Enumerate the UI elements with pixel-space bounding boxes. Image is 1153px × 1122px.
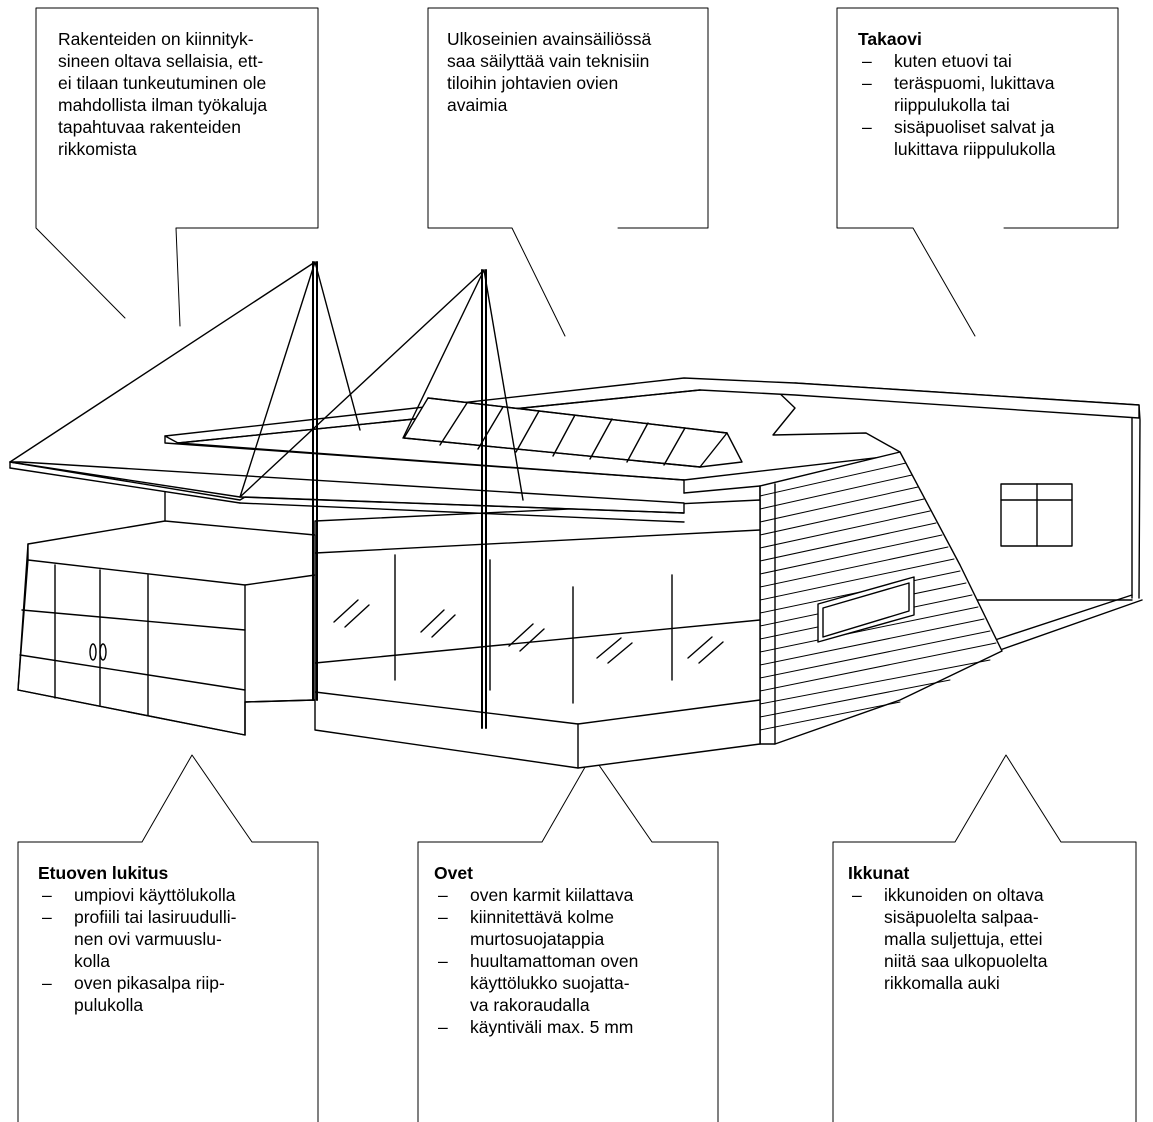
callout-structures: Rakenteiden on kiinnityk- sineen oltava … <box>58 28 328 160</box>
callout-back-door-title: Takaovi <box>858 29 922 49</box>
list-item: umpiovi käyttölukolla <box>38 884 308 906</box>
glass-facade <box>314 499 761 769</box>
list-item: käyntiväli max. 5 mm <box>434 1016 714 1038</box>
list-item: oven karmit kiilattava <box>434 884 714 906</box>
callout-windows: Ikkunat ikkunoiden on oltava sisäpuolelt… <box>848 862 1118 994</box>
callout-bubble-front-door <box>17 754 319 1122</box>
callout-doors-title: Ovet <box>434 863 473 883</box>
back-door-window <box>1000 483 1073 547</box>
glass-reflections <box>333 599 724 664</box>
list-item: oven pikasalpa riip- pulukolla <box>38 972 308 1016</box>
list-item: huultamattoman oven käyttölukko suojatta… <box>434 950 714 1016</box>
callout-windows-list: ikkunoiden on oltava sisäpuolelta salpaa… <box>848 884 1118 994</box>
list-item: ikkunoiden on oltava sisäpuolelta salpaa… <box>848 884 1118 994</box>
callout-front-door-list: umpiovi käyttölukolla profiili tai lasir… <box>38 884 308 1016</box>
callout-doors-list: oven karmit kiilattava kiinnitettävä kol… <box>434 884 714 1038</box>
callout-bubble-structures <box>35 7 319 327</box>
callout-structures-text: Rakenteiden on kiinnityk- sineen oltava … <box>58 29 268 159</box>
callout-bubble-back-door <box>836 7 1119 337</box>
callout-key-box-text: Ulkoseinien avainsäiliössä saa säilyttää… <box>447 29 652 115</box>
list-item: profiili tai lasiruudulli- nen ovi varmu… <box>38 906 308 972</box>
list-item: teräspuomi, lukittava riippulukolla tai <box>858 72 1118 116</box>
mast-right <box>239 269 524 729</box>
main-roof <box>164 377 1140 494</box>
entrance-block <box>17 520 316 736</box>
list-item: sisäpuoliset salvat ja lukittava riippul… <box>858 116 1118 160</box>
callout-key-box: Ulkoseinien avainsäiliössä saa säilyttää… <box>447 28 707 116</box>
callout-front-door: Etuoven lukitus umpiovi käyttölukolla pr… <box>38 862 308 1016</box>
mast-left <box>9 261 361 701</box>
callout-front-door-title: Etuoven lukitus <box>38 863 169 883</box>
side-window <box>817 576 915 643</box>
roof-break <box>772 386 901 453</box>
callout-back-door: Takaovi kuten etuovi tai teräspuomi, luk… <box>858 28 1118 160</box>
callout-bubble-key-box <box>427 7 709 337</box>
list-item: kuten etuovi tai <box>858 50 1118 72</box>
door-handles <box>89 643 107 661</box>
skylight <box>403 397 743 468</box>
callout-back-door-list: kuten etuovi tai teräspuomi, lukittava r… <box>858 50 1118 160</box>
list-item: kiinnitettävä kolme murtosuojatappia <box>434 906 714 950</box>
callout-bubble-windows <box>832 754 1137 1122</box>
callout-windows-title: Ikkunat <box>848 863 910 883</box>
callout-doors: Ovet oven karmit kiilattava kiinnitettäv… <box>434 862 714 1038</box>
